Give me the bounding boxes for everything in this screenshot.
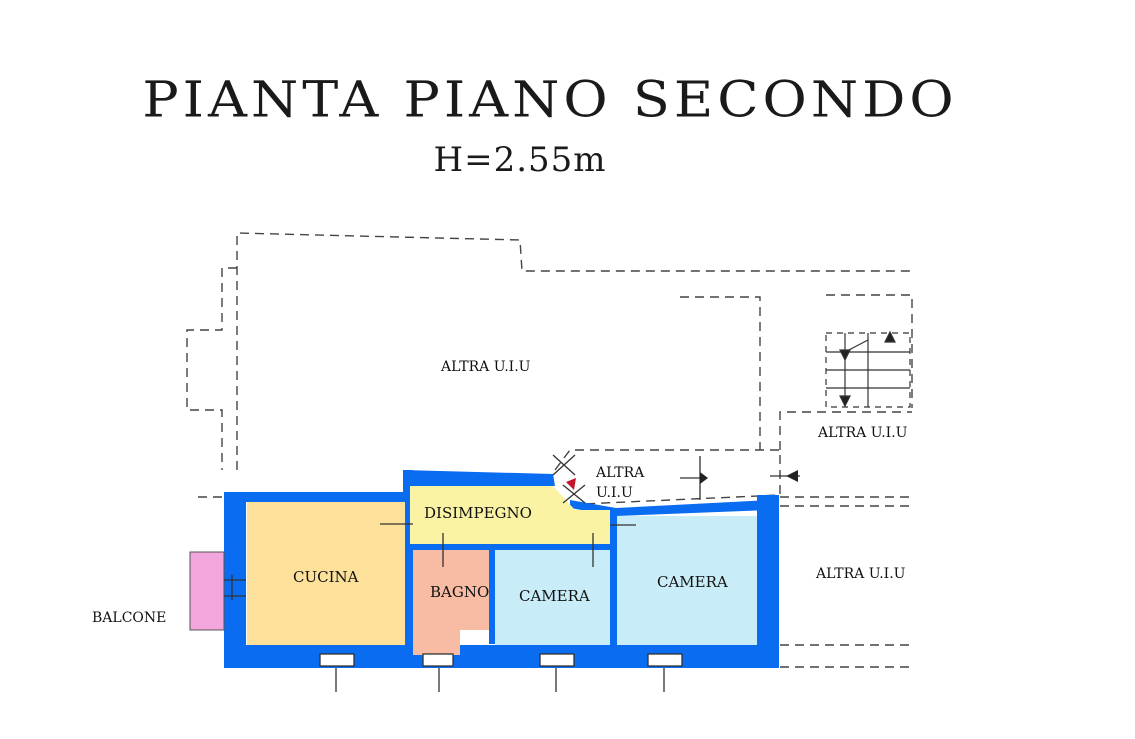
top-unit-outline — [236, 232, 912, 470]
stair-arrow-down-2-icon — [839, 395, 851, 408]
top-unit-label: ALTRA U.I.U — [440, 359, 531, 375]
camera-1-area — [495, 550, 610, 645]
staircase-symbol — [825, 330, 911, 408]
walls — [224, 470, 779, 668]
center-unit-outline — [554, 449, 781, 506]
right-upper-unit-outline — [779, 411, 912, 450]
camera-2-area — [617, 516, 757, 645]
door-marks — [224, 454, 800, 692]
cucina-label: CUCINA — [293, 568, 359, 586]
wall-disimpegno-bottom — [405, 544, 617, 550]
bagno-area — [413, 550, 489, 655]
wall-cucina-bagno — [405, 548, 413, 658]
wall-camera-camera — [610, 510, 617, 650]
camera-1-label: CAMERA — [519, 587, 590, 605]
ceiling-height-note: H=2.55m — [433, 140, 607, 180]
balcone-area — [189, 551, 225, 631]
wall-top-disimpegno — [403, 470, 413, 550]
right-lower-unit-label: ALTRA U.I.U — [815, 566, 906, 582]
wall-bagno-camera — [489, 548, 495, 644]
bagno-label: BAGNO — [430, 583, 489, 601]
center-unit-label-line1: ALTRA — [595, 465, 645, 481]
wall-right — [757, 495, 779, 668]
disimpegno-label: DISIMPEGNO — [424, 504, 532, 522]
cucina-area — [247, 502, 405, 645]
balcone-label: BALCONE — [92, 610, 166, 626]
wall-corridor-top — [403, 470, 555, 486]
wall-top-cucina — [224, 492, 408, 502]
location-marker-icon — [566, 478, 576, 490]
wall-corridor-slant — [570, 500, 770, 516]
disimpegno-area — [410, 486, 610, 544]
top-unit-left-steps — [186, 267, 237, 470]
center-unit-label-line2: U.I.U — [596, 485, 633, 501]
room-fills — [189, 486, 757, 655]
top-unit-right-edge — [680, 296, 761, 450]
door-arrow-icon — [700, 472, 708, 484]
wall-bottom — [224, 645, 772, 668]
camera-2-label: CAMERA — [657, 573, 728, 591]
entrance-arrow-icon — [786, 470, 798, 482]
right-upper-unit-label: ALTRA U.I.U — [817, 425, 908, 441]
stair-arrow-down-icon — [839, 349, 851, 362]
plan-title: PIANTA PIANO SECONDO — [142, 70, 958, 129]
neighbour-outlines — [186, 232, 913, 668]
stair-arrow-up-icon — [884, 330, 896, 343]
